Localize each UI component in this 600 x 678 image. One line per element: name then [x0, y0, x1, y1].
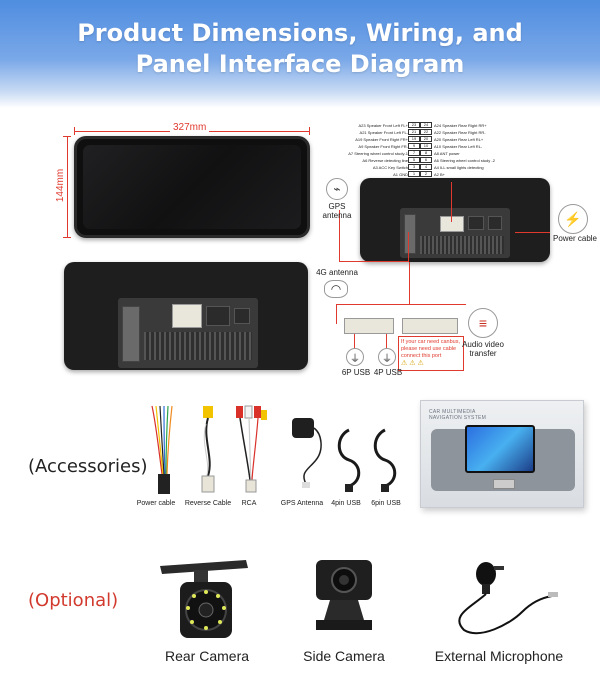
accessory-label: Reverse Cable	[184, 500, 232, 507]
usb-connector	[234, 308, 250, 324]
width-tick-left	[74, 127, 75, 135]
fan-grill	[144, 332, 252, 360]
optional-label: External Microphone	[434, 648, 564, 664]
6pin-usb-image	[373, 428, 397, 492]
accessories-title: (Accessories)	[28, 456, 148, 477]
audio-video-label: Audio video transfer	[462, 340, 504, 358]
title-line-1: Product Dimensions, Wiring, and	[77, 19, 523, 47]
height-dimension-line	[67, 136, 68, 238]
canbus-note: If your car need canbus, please need use…	[398, 336, 464, 371]
gps-antenna-image	[292, 418, 322, 488]
gps-antenna-icon: ⌁	[326, 178, 348, 200]
audio-video-icon: ≡	[468, 308, 498, 338]
side-camera-image	[316, 560, 372, 630]
canbus-connector	[344, 318, 394, 334]
height-label: 144mm	[55, 166, 67, 205]
harness-socket	[440, 216, 464, 232]
back-panel-large	[64, 262, 308, 370]
4pin-usb-image	[337, 428, 361, 492]
width-label: 327mm	[170, 122, 210, 133]
4g-antenna-icon: ◠	[324, 280, 348, 298]
box-title-1: CAR MULTIMEDIA	[429, 409, 476, 415]
6p-usb-icon: ⏚	[346, 348, 364, 366]
accessory-label: 4pin USB	[331, 500, 361, 507]
4p-usb-icon: ⏚	[378, 348, 396, 366]
accessory-label: GPS Antenna	[280, 500, 324, 507]
canbus-connector-2	[402, 318, 458, 334]
optional-label: Rear Camera	[164, 648, 250, 664]
rear-camera-image	[160, 560, 248, 638]
power-cable-image	[151, 405, 173, 494]
warning-icon: ⚠ ⚠ ⚠	[401, 360, 424, 367]
width-tick-right	[309, 127, 310, 135]
height-tick-bottom	[63, 237, 71, 238]
harness-connector	[172, 304, 202, 328]
rca-image	[236, 405, 267, 493]
port-block-left	[122, 306, 140, 362]
optional-label: Side Camera	[303, 648, 385, 664]
6p-usb-label: 6P USB	[341, 368, 371, 377]
back-panel-small	[360, 178, 550, 262]
height-tick-top	[63, 136, 71, 137]
external-microphone-image	[458, 562, 558, 635]
4p-usb-label: 4P USB	[373, 368, 403, 377]
4g-antenna-label: 4G antenna	[316, 268, 358, 277]
reverse-cable-image	[201, 406, 215, 493]
power-cable-icon: ⚡	[558, 204, 588, 234]
header-banner: Product Dimensions, Wiring, and Panel In…	[0, 0, 600, 108]
box-screen	[465, 425, 535, 473]
box-title-2: NAVIGATION SYSTEM	[429, 415, 487, 421]
power-cable-label: Power cable	[552, 234, 598, 243]
title-line-2: Panel Interface Diagram	[135, 50, 465, 78]
gps-antenna-label: GPS antenna	[322, 202, 352, 220]
optional-title: (Optional)	[28, 590, 119, 611]
rca-connector	[206, 306, 230, 326]
accessory-label: Power cable	[136, 500, 176, 507]
accessory-label: 6pin USB	[371, 500, 401, 507]
product-box: CAR MULTIMEDIA NAVIGATION SYSTEM	[420, 400, 584, 508]
front-screen	[74, 136, 310, 238]
accessory-label: RCA	[241, 500, 257, 507]
